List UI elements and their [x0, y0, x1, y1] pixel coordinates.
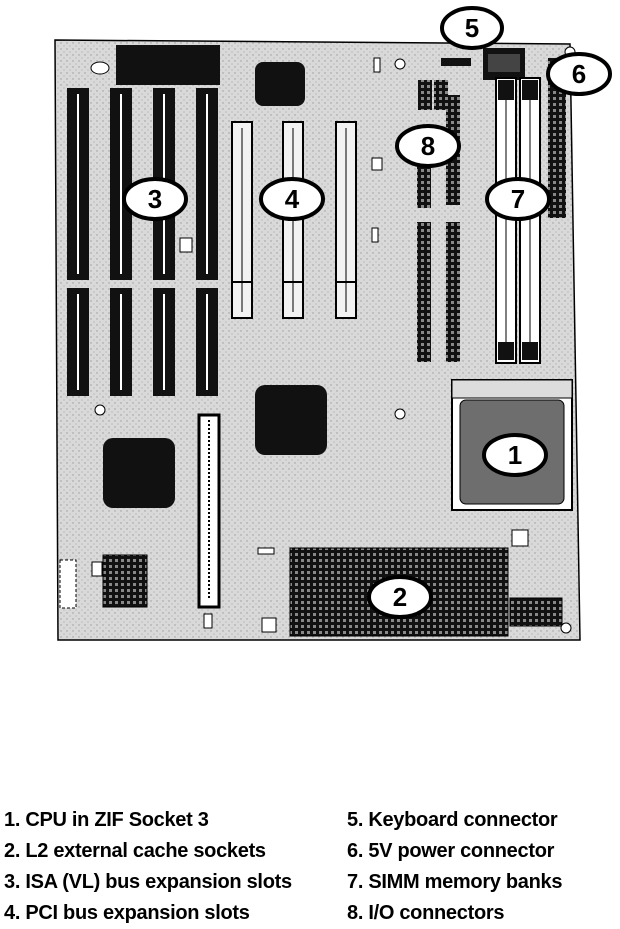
- io-connectors: [417, 80, 460, 362]
- svg-text:7: 7: [511, 184, 525, 214]
- callout-5: 5: [440, 6, 504, 50]
- svg-text:4: 4: [285, 184, 300, 214]
- callout-2: 2: [367, 575, 433, 619]
- isa-slots: [67, 88, 218, 396]
- svg-text:5: 5: [465, 13, 479, 43]
- legend-item-isa-slots: 3. ISA (VL) bus expansion slots: [4, 871, 292, 893]
- svg-text:1: 1: [508, 440, 522, 470]
- motherboard-diagram: 1 2 3 4 5 6 7 8: [54, 6, 612, 641]
- legend-left-column: 1. CPU in ZIF Socket 3 2. L2 external ca…: [4, 805, 292, 929]
- legend-item-cpu: 1. CPU in ZIF Socket 3: [4, 809, 209, 831]
- bios-chip: [102, 554, 148, 608]
- callout-6: 6: [546, 52, 612, 96]
- callout-1: 1: [482, 433, 548, 477]
- callout-3: 3: [122, 177, 188, 221]
- mounting-hole: [90, 61, 110, 75]
- chipset-chip: [255, 385, 327, 455]
- chip-top: [255, 62, 305, 106]
- legend-right-column: 5. Keyboard connector 6. 5V power connec…: [347, 805, 562, 929]
- legend-item-power-connector: 6. 5V power connector: [347, 840, 555, 862]
- power-connector: [548, 58, 566, 218]
- vl-bus-slot: [197, 413, 221, 609]
- callout-8: 8: [395, 124, 461, 168]
- top-header-block: [116, 45, 220, 85]
- callout-7: 7: [485, 177, 551, 221]
- callout-4: 4: [259, 177, 325, 221]
- svg-text:8: 8: [421, 131, 435, 161]
- legend-item-io-connectors: 8. I/O connectors: [347, 902, 505, 924]
- pci-slots: [231, 121, 357, 319]
- legend-item-pci-slots: 4. PCI bus expansion slots: [4, 902, 250, 924]
- svg-text:2: 2: [393, 582, 407, 612]
- svg-text:6: 6: [572, 59, 586, 89]
- legend-item-l2-cache: 2. L2 external cache sockets: [4, 840, 266, 862]
- legend-item-simm-banks: 7. SIMM memory banks: [347, 871, 563, 893]
- chip-left: [103, 438, 175, 508]
- legend-item-keyboard-connector: 5. Keyboard connector: [347, 809, 558, 831]
- svg-text:3: 3: [148, 184, 162, 214]
